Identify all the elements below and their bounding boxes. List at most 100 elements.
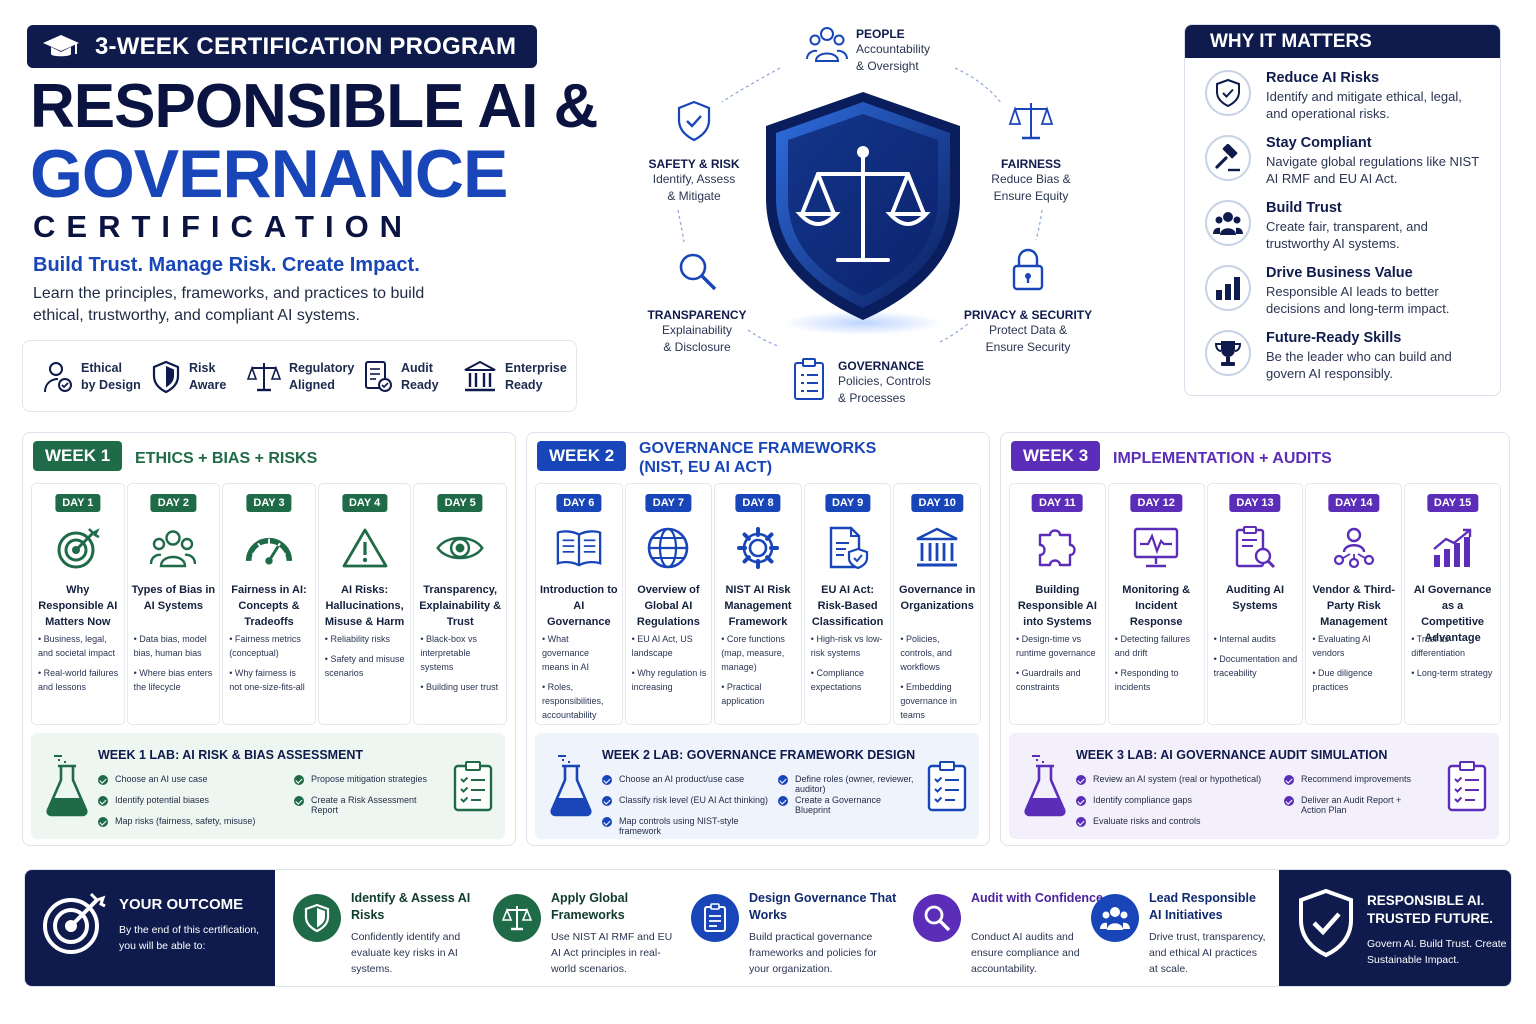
day-bullet: • Safety and misuse scenarios — [324, 654, 405, 678]
day-bullet: • Guardrails and constraints — [1016, 668, 1081, 692]
lab-task: Create a Governance Blueprint — [778, 795, 918, 815]
graduation-cap-icon — [43, 34, 79, 56]
gavel-icon — [1215, 144, 1240, 172]
scales-icon — [247, 363, 281, 392]
pillar-connector-arcs — [677, 67, 1043, 347]
lock-icon — [1012, 248, 1044, 291]
day-bullet: • Long-term strategy — [1411, 668, 1493, 678]
day-title: EU AI Act: Risk-Based Classification — [811, 584, 884, 628]
day-tag: DAY 4 — [341, 494, 388, 512]
day-bullets: • Data bias, model bias, human bias• Whe… — [134, 632, 216, 700]
day-title: Governance in Organizations — [898, 584, 976, 612]
day-bullet: • Design-time vs runtime governance — [1016, 634, 1096, 658]
day-bullet: • Why regulation is increasing — [631, 668, 707, 692]
pillar-privacy: PRIVACY & SECURITY Protect Data & Ensure… — [960, 248, 1096, 356]
day-bullet: • Real-world failures and lessons — [38, 668, 119, 692]
day-bullets: • Evaluating AI vendors• Due diligence p… — [1312, 632, 1397, 700]
day-icon-wrap — [1330, 524, 1378, 572]
lab-task: Classify risk level (EU AI Act thinking) — [602, 795, 774, 806]
day-icon-wrap — [149, 524, 197, 572]
check-icon — [778, 775, 788, 785]
shield-check-icon — [1299, 888, 1353, 958]
closing-title: RESPONSIBLE AI. TRUSTED FUTURE. — [1367, 893, 1493, 926]
lab-task: Define roles (owner, reviewer, auditor) — [778, 774, 918, 794]
pillar-safety: SAFETY & RISK Identify, Assess & Mitigat… — [638, 100, 750, 205]
day-bullet: • Building user trust — [420, 682, 499, 692]
why-item: Future-Ready Skills Be the leader who ca… — [1185, 330, 1500, 392]
day-bullet: • Data bias, model bias, human bias — [133, 634, 207, 658]
day-bullet: • Roles, responsibilities, accountabilit… — [542, 682, 604, 720]
why-title: WHY IT MATTERS — [1185, 25, 1500, 58]
day-tag: DAY 2 — [150, 494, 196, 512]
day-bullet: • Internal audits — [1213, 634, 1276, 644]
day-icon-wrap — [245, 524, 293, 572]
day-icon-wrap — [1132, 524, 1180, 572]
day-title: Transparency, Explainability & Trust — [419, 584, 502, 628]
checklist-icon — [453, 761, 493, 812]
people-group-icon — [150, 530, 197, 568]
day-card: DAY 10 Governance in Organizations • Polic… — [893, 483, 981, 725]
week-lab: WEEK 2 LAB: GOVERNANCE FRAMEWORK DESIGN C… — [535, 733, 979, 839]
outcome-bar: YOUR OUTCOME By the end of this certific… — [24, 869, 1512, 987]
warning-icon — [342, 528, 387, 568]
outcome-title: YOUR OUTCOME — [119, 896, 244, 913]
day-tag: DAY 12 — [1130, 494, 1182, 512]
people-icon — [1213, 212, 1243, 235]
outcome-desc: By the end of this certification, you wi… — [119, 924, 260, 952]
day-bullet: • Detecting failures and drift — [1114, 634, 1190, 658]
book-icon — [556, 530, 602, 567]
lab-task: Create a Risk Assessment Report — [294, 795, 434, 815]
day-title: Vendor & Third-Party Risk Management — [1312, 584, 1396, 628]
clipboard-icon — [704, 903, 726, 932]
lab-task: Choose an AI product/use case — [602, 774, 774, 785]
check-icon — [1284, 775, 1294, 785]
day-bullet: • Responding to incidents — [1114, 668, 1179, 692]
program-badge: 3-WEEK CERTIFICATION PROGRAM — [27, 25, 537, 68]
day-tag: DAY 13 — [1229, 494, 1281, 512]
bar-chart-icon — [1216, 277, 1240, 300]
day-bullet: • Policies, controls, and workflows — [900, 634, 952, 672]
pillar-fairness: FAIRNESS Reduce Bias & Ensure Equity — [976, 100, 1086, 205]
day-title: Types of Bias in AI Systems — [131, 584, 216, 612]
day-icon-wrap — [1429, 524, 1477, 572]
check-icon — [98, 796, 108, 806]
building-icon — [464, 360, 496, 392]
day-icon-wrap — [1033, 524, 1081, 572]
outcome-closing: RESPONSIBLE AI. TRUSTED FUTURE. Govern A… — [1279, 870, 1511, 986]
check-icon — [98, 775, 108, 785]
day-icon-wrap — [341, 524, 389, 572]
checklist-icon — [927, 761, 967, 812]
day-bullets: • Black-box vs interpretable systems• Bu… — [420, 632, 502, 700]
person-check-icon — [44, 362, 72, 393]
shield-icon — [152, 360, 180, 394]
lab-title: WEEK 2 LAB: GOVERNANCE FRAMEWORK DESIGN — [602, 748, 916, 762]
day-bullet: • Why fairness is not one-size-fits-all — [229, 668, 305, 692]
why-item: Build Trust Create fair, transparent, an… — [1185, 200, 1500, 262]
day-tag: DAY 15 — [1426, 494, 1479, 512]
week-tag: WEEK 1 — [33, 441, 123, 471]
check-icon — [294, 796, 304, 806]
day-bullet: • Core functions (map, measure, manage) — [721, 634, 785, 672]
day-tag: DAY 5 — [437, 494, 483, 512]
day-bullets: • Business, legal, and societal impact• … — [38, 632, 120, 700]
day-bullets: • Internal audits• Documentation and tra… — [1214, 632, 1299, 686]
day-bullet: • Compliance expectations — [810, 668, 864, 692]
lead-text: Learn the principles, frameworks, and pr… — [33, 285, 425, 324]
day-icon-wrap — [54, 524, 102, 572]
flask-icon — [1024, 755, 1066, 817]
lab-title: WEEK 1 LAB: AI RISK & BIAS ASSESSMENT — [98, 748, 364, 762]
check-icon — [602, 775, 612, 785]
week-title: GOVERNANCE FRAMEWORKS(NIST, EU AI ACT) — [639, 440, 877, 476]
day-bullets: • High-risk vs low-risk systems• Complia… — [811, 632, 887, 700]
day-tag: DAY 3 — [246, 494, 292, 512]
pillar-transparency: TRANSPARENCY Explainability & Disclosure — [640, 250, 754, 356]
day-tag: DAY 1 — [55, 494, 101, 512]
day-tag: DAY 10 — [911, 494, 963, 512]
check-icon — [778, 796, 788, 806]
